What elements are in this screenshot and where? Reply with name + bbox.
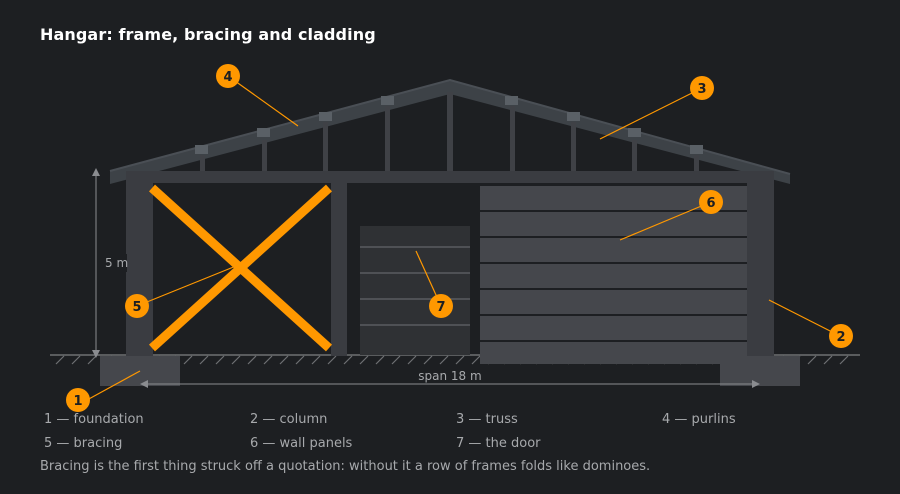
ground-hatch-mark — [343, 355, 353, 365]
ground-hatch-mark — [311, 355, 321, 365]
ground-hatch-mark — [455, 355, 465, 365]
legend-item-column: 2 — column — [250, 412, 328, 427]
column-middle — [331, 171, 347, 356]
column-left — [126, 171, 153, 356]
ground-hatch-mark — [231, 355, 241, 365]
purlins — [195, 96, 703, 154]
span-dimension — [140, 380, 760, 388]
ground-hatch-mark — [55, 355, 65, 365]
ground-hatch-mark — [215, 355, 225, 365]
svg-text:1: 1 — [73, 394, 82, 409]
ground-hatch-mark — [423, 355, 433, 365]
legend-item-door: 7 — the door — [456, 436, 541, 451]
callout-2: 2 — [829, 324, 853, 348]
bracing — [148, 184, 333, 352]
legend-item-bracing: 5 — bracing — [44, 436, 123, 451]
ground-hatch-mark — [823, 355, 833, 365]
ground-hatch-mark — [183, 355, 193, 365]
ground-hatch-mark — [263, 355, 273, 365]
truss-verticals — [200, 92, 699, 177]
tie-beam — [126, 171, 774, 183]
callout-1: 1 — [66, 388, 90, 412]
wall-panels — [480, 186, 747, 364]
legend-item-wall-panels: 6 — wall panels — [250, 436, 353, 451]
callout-6: 6 — [699, 190, 723, 214]
ground-hatch-mark — [295, 355, 305, 365]
svg-text:5: 5 — [132, 300, 141, 315]
svg-text:3: 3 — [697, 82, 706, 97]
svg-text:7: 7 — [436, 300, 445, 315]
door — [360, 226, 470, 355]
footnote: Bracing is the first thing struck off a … — [40, 459, 651, 474]
ground-hatch-mark — [807, 355, 817, 365]
svg-text:4: 4 — [223, 70, 232, 85]
ground-hatch-mark — [359, 355, 369, 365]
height-label: 5 m — [105, 256, 128, 270]
callout-5: 5 — [125, 294, 149, 318]
height-dimension — [92, 168, 100, 358]
ground-hatch-mark — [327, 355, 337, 365]
ground-hatch-mark — [199, 355, 209, 365]
legend-item-truss: 3 — truss — [456, 412, 518, 427]
ground-hatch-mark — [407, 355, 417, 365]
callout-3: 3 — [690, 76, 714, 100]
callout-7: 7 — [429, 294, 453, 318]
ground-hatch-mark — [375, 355, 385, 365]
legend-item-purlins: 4 — purlins — [662, 412, 736, 427]
ground-hatch-mark — [247, 355, 257, 365]
legend-item-foundation: 1 — foundation — [44, 412, 144, 427]
diagram-title: Hangar: frame, bracing and cladding — [40, 25, 376, 44]
span-label: span 18 m — [418, 369, 481, 383]
ground-hatch-mark — [71, 355, 81, 365]
ground-hatch-mark — [87, 355, 97, 365]
column-right — [747, 171, 774, 356]
ground-hatch-mark — [391, 355, 401, 365]
leader-lines — [86, 75, 841, 401]
ground-hatch-mark — [279, 355, 289, 365]
ground-hatch-mark — [839, 355, 849, 365]
callout-4: 4 — [216, 64, 240, 88]
svg-text:6: 6 — [706, 196, 715, 211]
svg-text:2: 2 — [836, 330, 845, 345]
legend: 1 — foundation 2 — column 3 — truss 4 — … — [44, 410, 884, 453]
ground-hatch-mark — [471, 355, 481, 365]
ground-hatch-mark — [439, 355, 449, 365]
